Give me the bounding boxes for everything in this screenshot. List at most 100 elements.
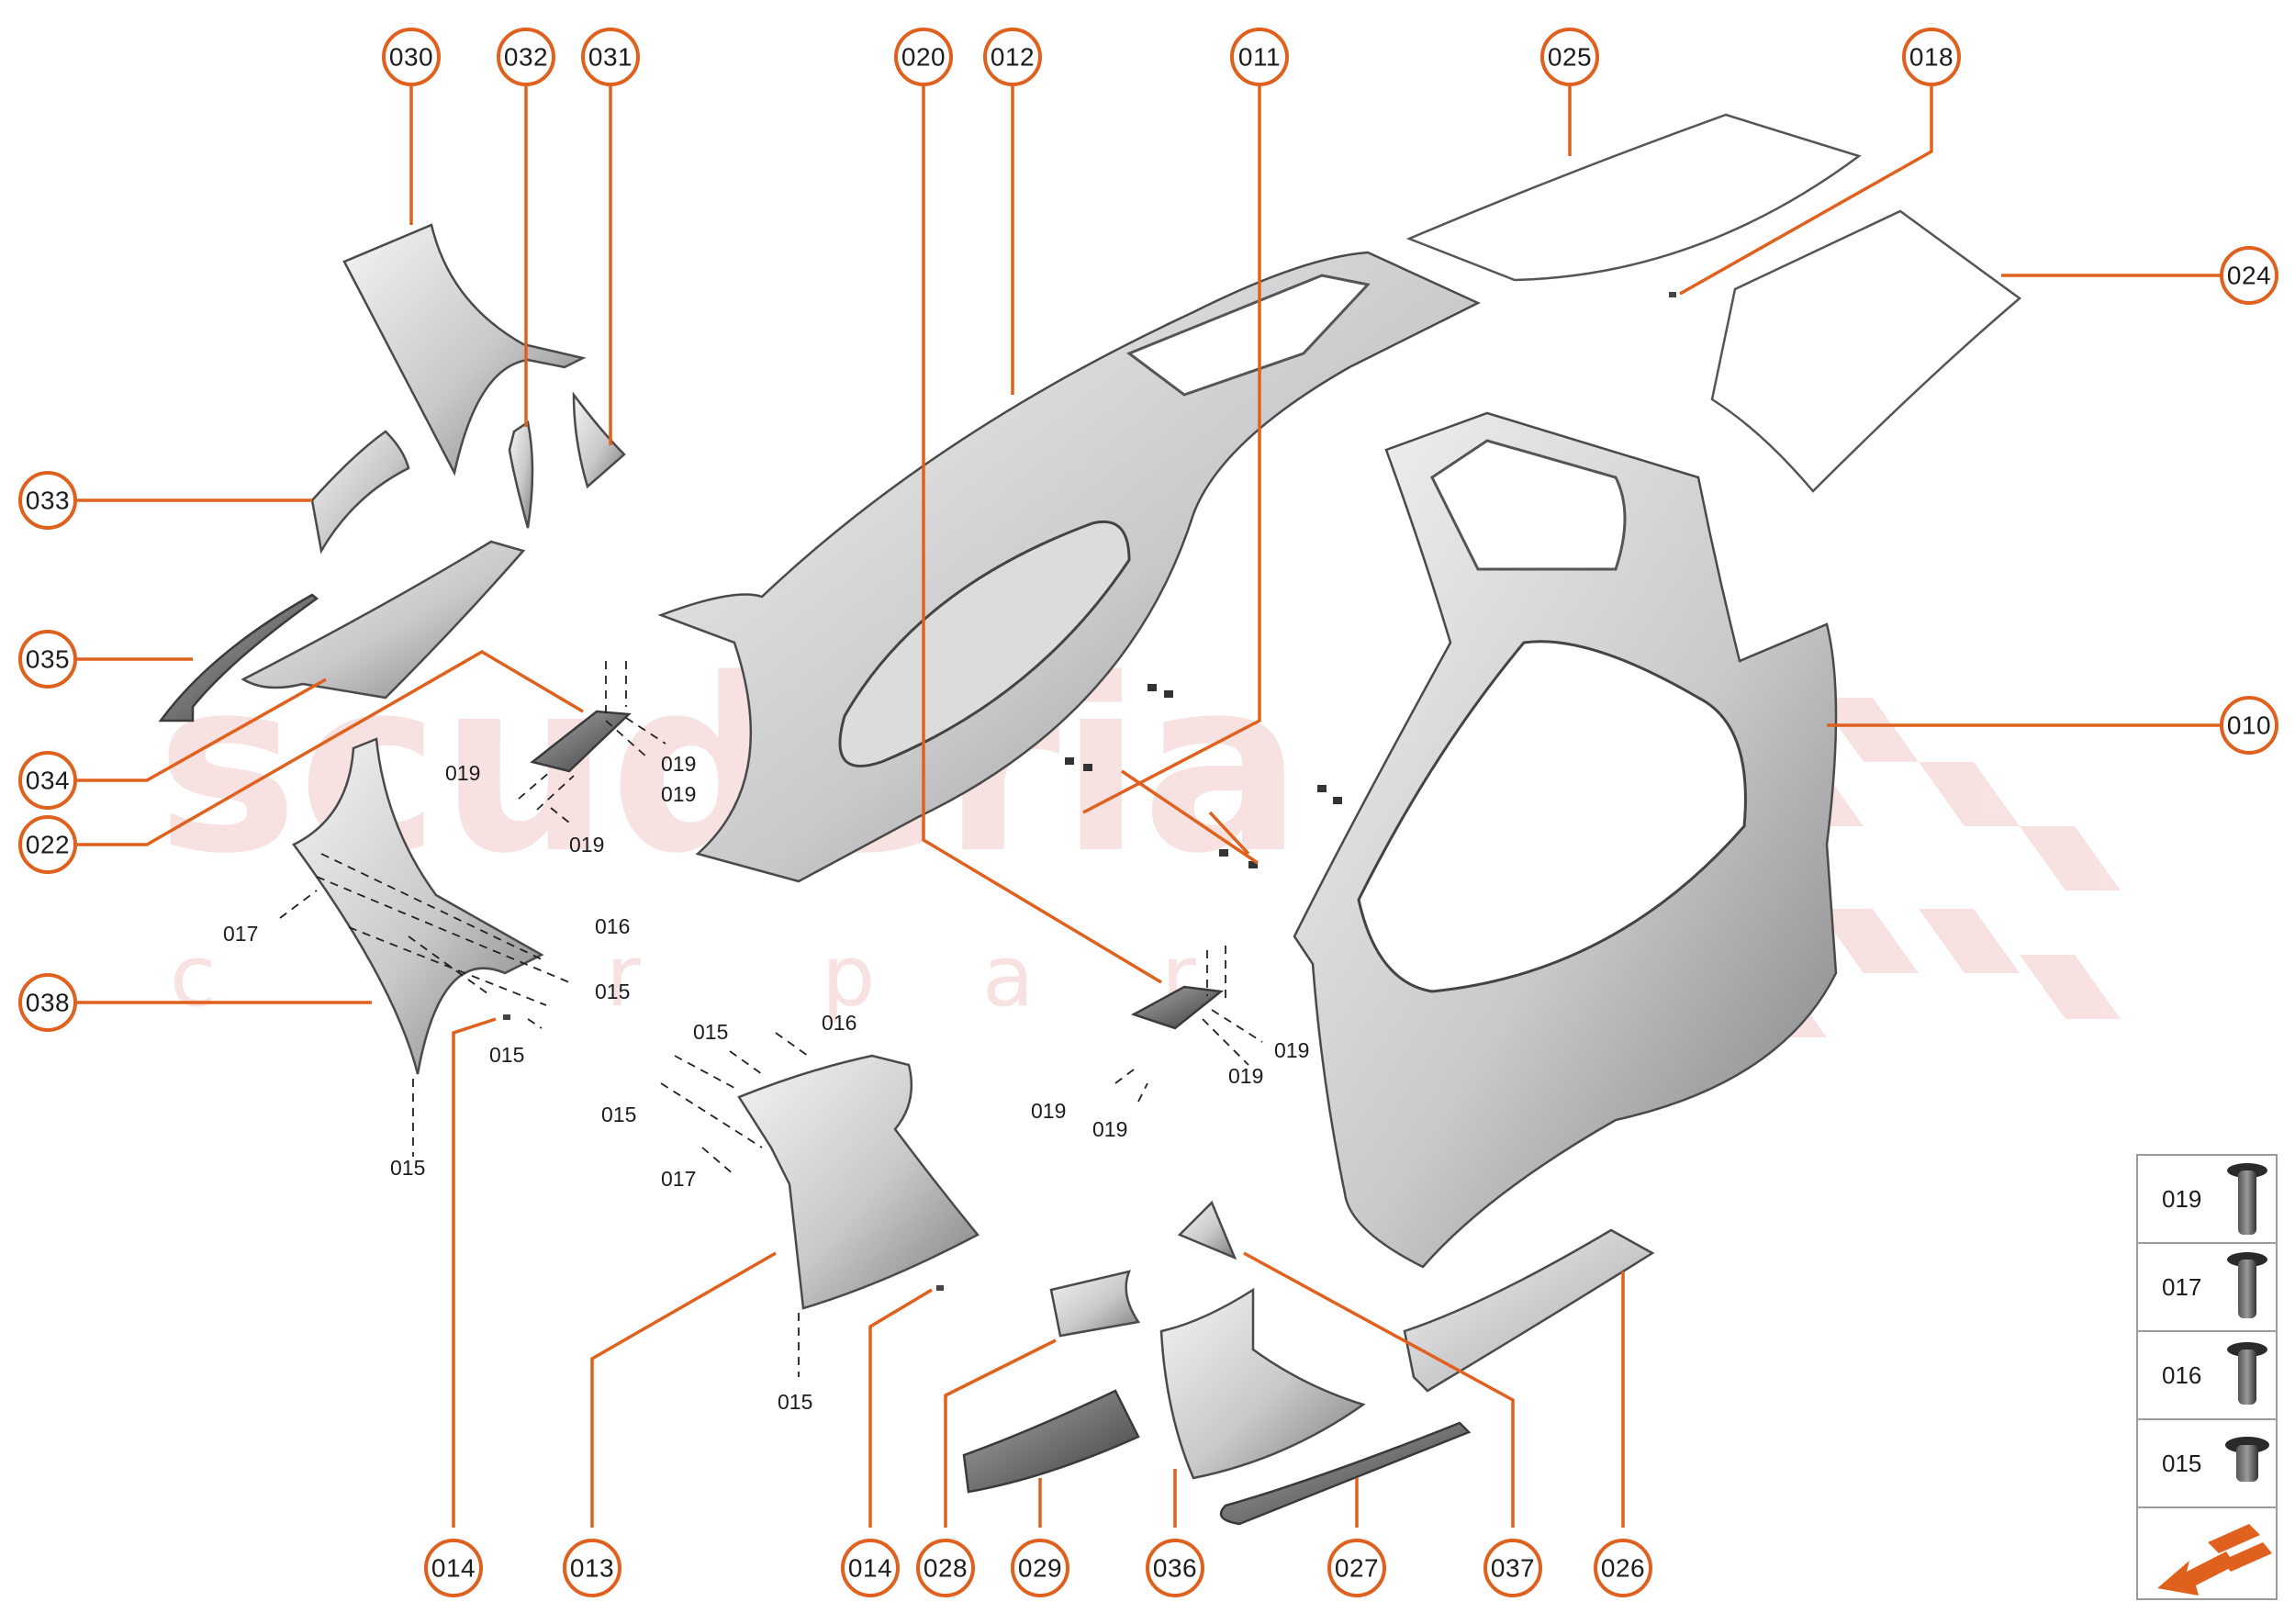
part-011-clips xyxy=(1065,684,1342,868)
callout-033[interactable]: 033 xyxy=(18,471,77,530)
part-035-sill-strip xyxy=(158,593,319,722)
callout-025[interactable]: 025 xyxy=(1540,28,1599,86)
svg-text:033: 033 xyxy=(26,487,70,515)
callout-013[interactable]: 013 xyxy=(563,1539,621,1597)
callout-029[interactable]: 029 xyxy=(1011,1539,1069,1597)
part-033-trim xyxy=(310,430,410,554)
svg-text:036: 036 xyxy=(1153,1554,1197,1583)
part-014-marker-left xyxy=(503,1014,510,1020)
part-030-pillar-trim xyxy=(342,223,587,476)
fastener-label: 019 xyxy=(1228,1064,1263,1088)
screw-medium-icon xyxy=(2227,1252,2267,1318)
callout-020[interactable]: 020 xyxy=(894,28,953,86)
fastener-label: 015 xyxy=(693,1020,728,1044)
fastener-dash-lines xyxy=(279,661,1263,1377)
part-013-lower-pillar xyxy=(737,1054,980,1310)
leader-lines xyxy=(75,77,2245,1528)
part-032-clip xyxy=(508,420,534,529)
part-014-marker-right xyxy=(936,1285,944,1291)
callout-031[interactable]: 031 xyxy=(581,28,640,86)
fastener-label: 016 xyxy=(822,1011,856,1035)
part-018-marker xyxy=(1669,292,1676,297)
svg-text:028: 028 xyxy=(924,1554,968,1583)
callout-027[interactable]: 027 xyxy=(1327,1539,1386,1597)
part-027-strip xyxy=(1219,1421,1472,1526)
callout-010[interactable]: 010 xyxy=(2220,696,2278,755)
fastener-legend: 019 017 016 015 xyxy=(2136,1154,2278,1600)
svg-text:020: 020 xyxy=(901,43,946,72)
part-025-glass xyxy=(1405,113,1862,282)
fastener-label: 019 xyxy=(445,761,480,785)
part-026-sill xyxy=(1403,1228,1655,1393)
screw-stub-icon xyxy=(2225,1437,2269,1482)
svg-text:024: 024 xyxy=(2227,262,2271,290)
callout-038[interactable]: 038 xyxy=(18,973,77,1032)
callout-011[interactable]: 011 xyxy=(1230,28,1289,86)
callout-028[interactable]: 028 xyxy=(916,1539,975,1597)
part-012-door-opening xyxy=(838,521,1131,767)
watermark-letter: a xyxy=(982,927,1034,1025)
fastener-label: 015 xyxy=(778,1390,812,1414)
svg-text:034: 034 xyxy=(26,767,70,795)
watermark-letter: c xyxy=(170,927,217,1025)
fastener-label: 015 xyxy=(489,1043,524,1067)
fastener-labels: 019 019 019 019 017 016 015 015 015 015 … xyxy=(223,752,1309,1414)
small-part-markers xyxy=(503,292,1676,1291)
legend-label-017: 017 xyxy=(2162,1273,2201,1301)
svg-text:025: 025 xyxy=(1548,43,1592,72)
screw-long-icon xyxy=(2227,1163,2267,1235)
callout-032[interactable]: 032 xyxy=(497,28,555,86)
parts-illustration xyxy=(158,113,2022,1526)
callout-036[interactable]: 036 xyxy=(1146,1539,1204,1597)
svg-text:032: 032 xyxy=(504,43,548,72)
callout-012[interactable]: 012 xyxy=(983,28,1042,86)
fastener-label: 019 xyxy=(661,782,696,806)
legend-label-016: 016 xyxy=(2162,1361,2201,1389)
fastener-label: 015 xyxy=(390,1156,425,1180)
callout-037[interactable]: 037 xyxy=(1483,1539,1542,1597)
part-029-strip xyxy=(962,1389,1140,1494)
fastener-label: 019 xyxy=(1092,1117,1127,1141)
fastener-label: 019 xyxy=(1031,1099,1066,1123)
callout-018[interactable]: 018 xyxy=(1902,28,1961,86)
part-020-bracket xyxy=(1130,985,1225,1030)
part-010-inner-opening xyxy=(1357,640,1747,993)
svg-text:030: 030 xyxy=(389,43,433,72)
callout-024[interactable]: 024 xyxy=(2220,246,2278,305)
fastener-label: 019 xyxy=(1274,1038,1309,1062)
part-037-panel xyxy=(1177,1200,1237,1260)
part-038-lower-pillar xyxy=(292,737,544,1075)
legend-label-015: 015 xyxy=(2162,1450,2201,1477)
callout-014-left[interactable]: 014 xyxy=(424,1539,483,1597)
svg-text:027: 027 xyxy=(1335,1554,1379,1583)
watermark-letter: p xyxy=(822,927,875,1025)
callout-030[interactable]: 030 xyxy=(382,28,441,86)
svg-text:026: 026 xyxy=(1601,1554,1645,1583)
callout-035[interactable]: 035 xyxy=(18,630,77,689)
svg-text:022: 022 xyxy=(26,831,70,859)
part-024-glass xyxy=(1710,209,2022,493)
svg-text:014: 014 xyxy=(848,1554,892,1583)
svg-text:018: 018 xyxy=(1909,43,1954,72)
front-direction-arrow-icon xyxy=(2157,1524,2272,1596)
svg-text:012: 012 xyxy=(991,43,1035,72)
fastener-label: 019 xyxy=(661,752,696,776)
callout-014-right[interactable]: 014 xyxy=(841,1539,900,1597)
callout-022[interactable]: 022 xyxy=(18,815,77,874)
legend-cell-direction xyxy=(2136,1506,2278,1600)
screw-short-icon xyxy=(2227,1342,2267,1405)
part-036-corner-trim xyxy=(1159,1287,1366,1480)
legend-label-019: 019 xyxy=(2162,1185,2201,1213)
callouts: 030 032 031 020 012 011 025 018 024 010 … xyxy=(18,28,2278,1597)
fastener-label: 015 xyxy=(601,1103,636,1126)
callout-034[interactable]: 034 xyxy=(18,751,77,810)
callout-026[interactable]: 026 xyxy=(1594,1539,1652,1597)
svg-text:035: 035 xyxy=(26,645,70,674)
part-034-sill-cover xyxy=(241,540,526,700)
fastener-label: 017 xyxy=(223,922,258,946)
fastener-label: 015 xyxy=(595,980,630,1003)
fastener-label: 019 xyxy=(569,833,604,857)
fastener-label: 016 xyxy=(595,914,630,938)
svg-text:038: 038 xyxy=(26,989,70,1017)
